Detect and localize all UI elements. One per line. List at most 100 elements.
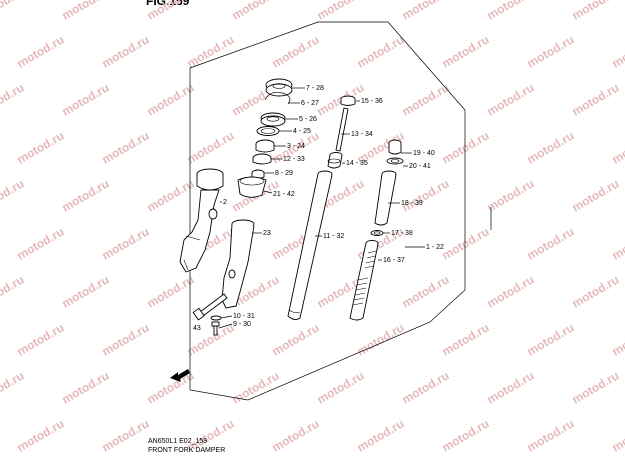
watermark-text: motod.ru: [145, 80, 197, 118]
watermark-text: motod.ru: [440, 320, 492, 358]
watermark-text: motod.ru: [355, 320, 407, 358]
callout-9-30: 9 - 30: [233, 321, 251, 328]
watermark-text: motod.ru: [100, 416, 152, 454]
watermark-text: motod.ru: [60, 272, 112, 310]
callout-10-31: 10 - 31: [233, 313, 255, 320]
watermark-text: motod.ru: [0, 176, 27, 214]
watermark-text: motod.ru: [485, 272, 537, 310]
callout-6-27: 6 - 27: [301, 100, 319, 107]
callout-15-36: 15 - 36: [361, 98, 383, 105]
watermark-text: motod.ru: [315, 0, 367, 23]
watermark-text: motod.ru: [60, 176, 112, 214]
watermark-text: motod.ru: [100, 128, 152, 166]
callout-23: 23: [263, 230, 271, 237]
watermark-text: motod.ru: [440, 416, 492, 454]
watermark-text: motod.ru: [610, 32, 625, 70]
oil-lock-piece-part: [238, 177, 266, 197]
diagram-caption: FRONT FORK DAMPER: [148, 447, 225, 454]
watermark-text: motod.ru: [230, 368, 282, 406]
watermark-text: motod.ru: [525, 224, 577, 262]
diagram-code: AN650L1 E02_159: [148, 438, 207, 445]
watermark-text: motod.ru: [440, 32, 492, 70]
callout-16-37: 16 - 37: [383, 257, 405, 264]
watermark-text: motod.ru: [15, 224, 67, 262]
watermark-text: motod.ru: [400, 0, 452, 23]
callout-18-39: 18 - 39: [401, 200, 423, 207]
watermark-text: motod.ru: [570, 272, 622, 310]
watermark-text: motod.ru: [400, 176, 452, 214]
callout-3-24: 3 - 24: [287, 143, 305, 150]
oil-seal-cap-part: [266, 79, 292, 96]
spring-seat-part: [371, 231, 383, 236]
callout-12-33: 12 - 33: [283, 156, 305, 163]
watermark-text: motod.ru: [400, 272, 452, 310]
watermark-text: motod.ru: [15, 320, 67, 358]
watermark-text: motod.ru: [185, 32, 237, 70]
slide-metal-part: [253, 154, 271, 164]
watermark-text: motod.ru: [485, 0, 537, 23]
bolt-part: [193, 294, 227, 320]
callout-2: 2: [223, 199, 227, 206]
watermark-text: motod.ru: [485, 368, 537, 406]
callout-17-38: 17 - 38: [391, 230, 413, 237]
watermark-text: motod.ru: [0, 0, 27, 23]
watermark-text: motod.ru: [230, 0, 282, 23]
watermark-text: motod.ru: [610, 224, 625, 262]
callout-19-40: 19 - 40: [413, 150, 435, 157]
watermark-text: motod.ru: [485, 176, 537, 214]
watermark-text: motod.ru: [60, 80, 112, 118]
watermark-text: motod.ru: [570, 80, 622, 118]
watermark-text: motod.ru: [440, 128, 492, 166]
watermark-text: motod.ru: [610, 416, 625, 454]
watermark-text: motod.ru: [440, 224, 492, 262]
watermark-text: motod.ru: [100, 32, 152, 70]
callout-1-22: 1 - 22: [426, 244, 444, 251]
watermark-text: motod.ru: [100, 320, 152, 358]
watermark-text: motod.ru: [610, 128, 625, 166]
watermark-text: motod.ru: [355, 416, 407, 454]
watermark-text: motod.ru: [525, 128, 577, 166]
watermark-text: motod.ru: [270, 416, 322, 454]
callout-13-34: 13 - 34: [351, 131, 373, 138]
watermark-text: motod.ru: [525, 320, 577, 358]
watermark-text: motod.ru: [485, 80, 537, 118]
callout-4-25: 4 - 25: [293, 128, 311, 135]
guide-metal-part: [256, 140, 274, 152]
watermark-text: motod.ru: [570, 0, 622, 23]
watermark-text: motod.ru: [15, 416, 67, 454]
watermark-text: motod.ru: [570, 176, 622, 214]
watermark-text: motod.ru: [15, 128, 67, 166]
oil-seal-part: [261, 113, 285, 126]
callout-8-29: 8 - 29: [275, 170, 293, 177]
callout-7-28: 7 - 28: [306, 85, 324, 92]
watermark-text: motod.ru: [610, 320, 625, 358]
watermark-text: motod.ru: [145, 272, 197, 310]
watermark-text: motod.ru: [525, 32, 577, 70]
callout-14-35: 14 - 35: [346, 160, 368, 167]
watermark-text: motod.ru: [0, 272, 27, 310]
watermark-text: motod.ru: [270, 32, 322, 70]
watermark-text: motod.ru: [525, 416, 577, 454]
watermark-text: motod.ru: [15, 32, 67, 70]
watermark-text: motod.ru: [100, 224, 152, 262]
callout-5-26: 5 - 26: [299, 116, 317, 123]
callout-21-42: 21 - 42: [273, 191, 295, 198]
callout-11-32: 11 - 32: [323, 233, 344, 240]
watermark-text: motod.ru: [0, 368, 27, 406]
watermark-text: motod.ru: [145, 368, 197, 406]
watermark-text: motod.ru: [315, 368, 367, 406]
washer-part: [257, 127, 279, 136]
watermark-text: motod.ru: [570, 368, 622, 406]
watermark-text: motod.ru: [0, 80, 27, 118]
watermark-text: motod.ru: [60, 0, 112, 23]
callout-43: 43: [193, 325, 201, 332]
watermark-text: motod.ru: [270, 320, 322, 358]
watermark-text: motod.ru: [145, 176, 197, 214]
callout-20-41: 20 - 41: [409, 163, 431, 170]
watermark-text: motod.ru: [185, 128, 237, 166]
watermark-text: motod.ru: [355, 32, 407, 70]
watermark-text: motod.ru: [60, 368, 112, 406]
watermark-text: motod.ru: [400, 368, 452, 406]
